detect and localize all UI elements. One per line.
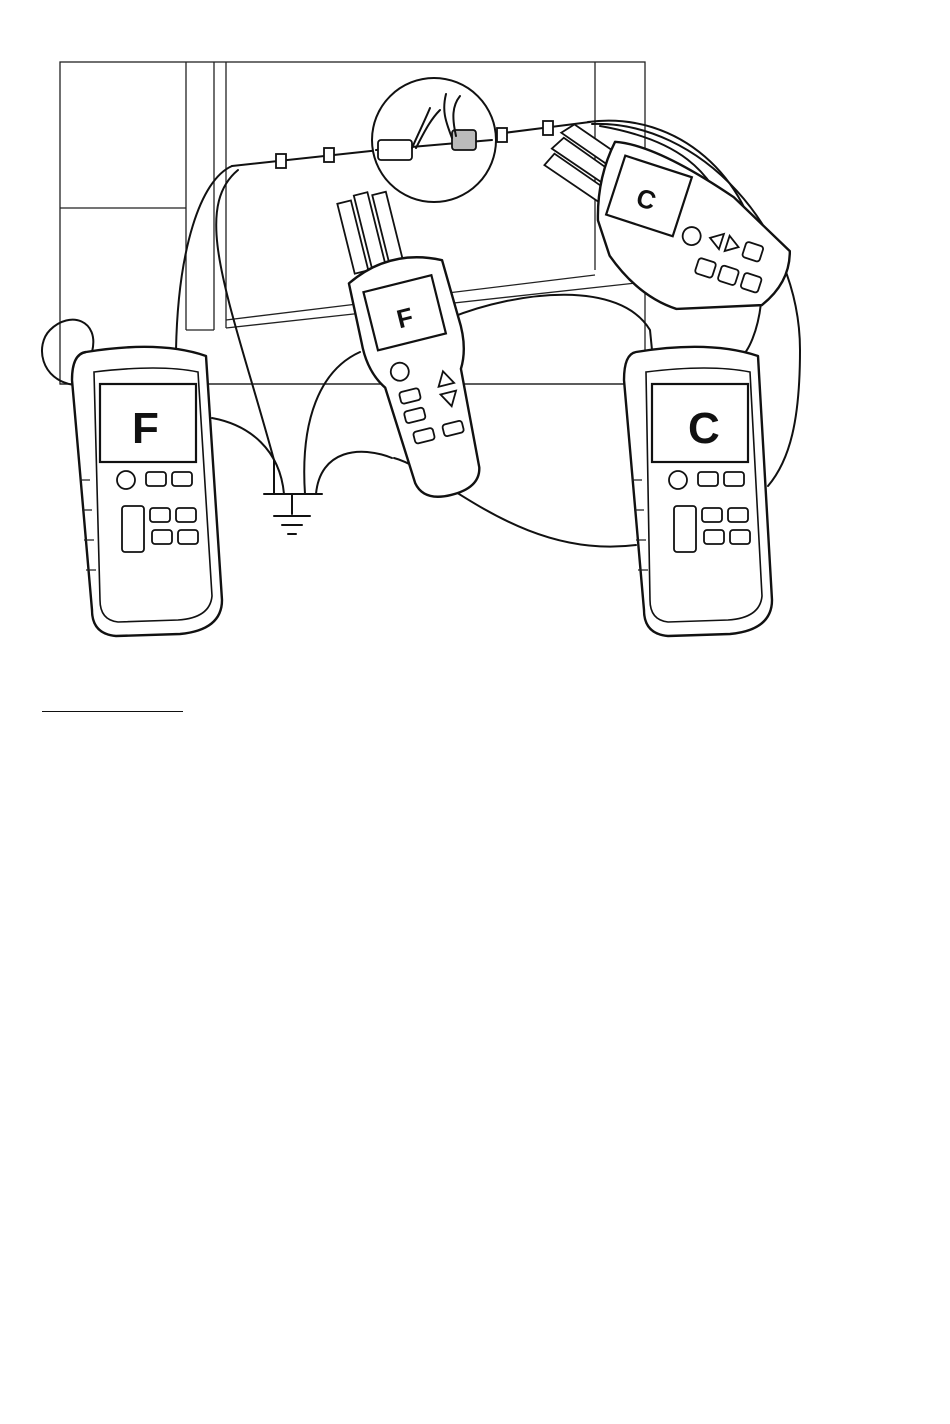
ground-symbol-icon [264,494,322,534]
function-button[interactable] [172,472,192,486]
function-button[interactable] [724,472,744,486]
keypad-button[interactable] [152,530,172,544]
transmitter-c-label: C [688,404,720,453]
receiver-f-middle: F [326,178,500,507]
keypad-button[interactable] [730,530,750,544]
cable-clip [497,128,507,142]
transmitter-c-right: C [624,347,772,636]
wiring-diagram: F C F [0,0,950,700]
keypad-button[interactable] [176,508,196,522]
cable-splice-icon [372,78,496,202]
transmitter-f-label: F [132,404,159,453]
cable-clip [324,148,334,162]
cable-clip [276,154,286,168]
keypad-block[interactable] [122,506,144,552]
power-button[interactable] [669,471,687,489]
receiver-c-top: C [515,119,810,337]
keypad-block[interactable] [674,506,696,552]
function-button[interactable] [146,472,166,486]
power-button[interactable] [117,471,135,489]
keypad-button[interactable] [150,508,170,522]
function-button[interactable] [698,472,718,486]
keypad-button[interactable] [702,508,722,522]
transmitter-f-left: F [72,347,222,636]
keypad-button[interactable] [704,530,724,544]
keypad-button[interactable] [178,530,198,544]
section-underline [42,711,183,712]
keypad-button[interactable] [728,508,748,522]
cable-clip [543,121,553,135]
